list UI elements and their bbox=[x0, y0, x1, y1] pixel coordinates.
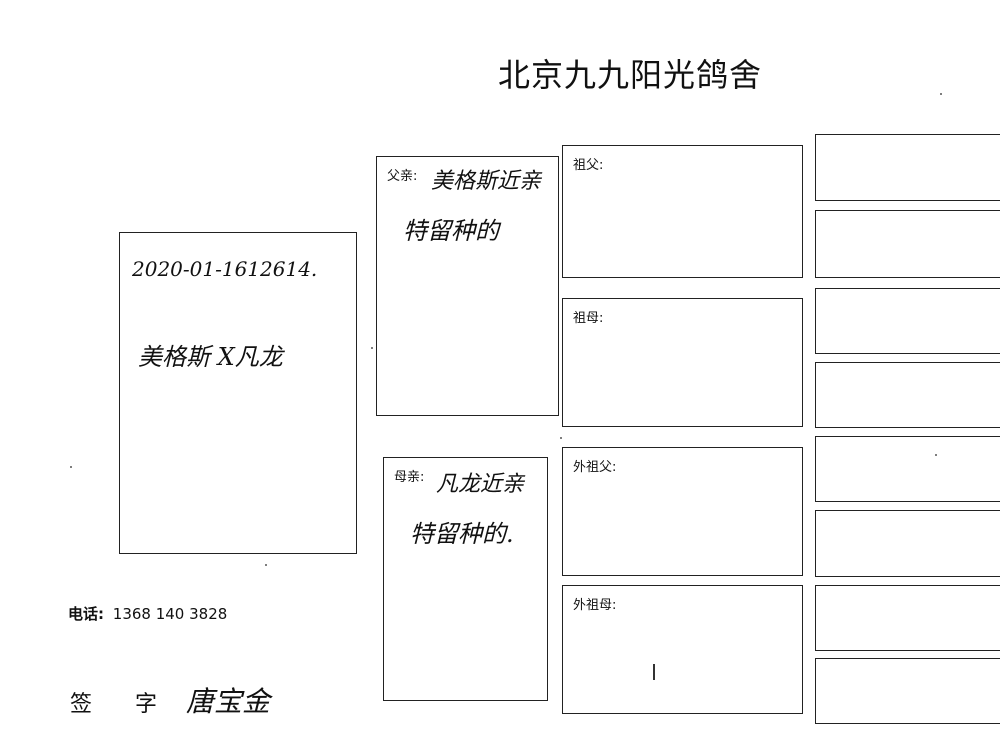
ring-number: 2020-01-1612614. bbox=[132, 257, 318, 281]
father-line-2: 特留种的 bbox=[403, 217, 499, 245]
scan-speck bbox=[560, 437, 562, 439]
paternal-grandmother-box: 祖母: bbox=[562, 298, 803, 427]
scan-speck bbox=[265, 564, 267, 566]
mother-label: 母亲: bbox=[394, 470, 425, 485]
phone-number: 1368 140 3828 bbox=[112, 605, 228, 623]
great-grandparent-box-6 bbox=[815, 510, 1000, 577]
scan-speck bbox=[371, 347, 373, 349]
great-grandparent-box-1 bbox=[815, 134, 1000, 201]
great-grandparent-box-3 bbox=[815, 288, 1000, 354]
pedigree-title: 北京九九阳光鸽舍 bbox=[498, 56, 763, 94]
maternal-grandfather-label: 外祖父: bbox=[573, 460, 617, 475]
signature-label: 签 字 : bbox=[70, 692, 226, 717]
phone-label: 电话: bbox=[68, 605, 104, 623]
maternal-grandmother-box: 外祖母: bbox=[562, 585, 803, 714]
scan-speck bbox=[940, 93, 942, 95]
great-grandparent-box-8 bbox=[815, 658, 1000, 724]
pigeon-parents: 美格斯 X凡龙 bbox=[138, 343, 283, 371]
pen-mark bbox=[653, 664, 655, 680]
paternal-grandfather-box: 祖父: bbox=[562, 145, 803, 278]
great-grandparent-box-5 bbox=[815, 436, 1000, 502]
father-line-1: 美格斯近亲 bbox=[431, 169, 542, 194]
paternal-grandmother-label: 祖母: bbox=[573, 311, 604, 326]
mother-box: 母亲: 凡龙近亲 特留种的. bbox=[383, 457, 548, 701]
scan-speck bbox=[935, 454, 937, 456]
paternal-grandfather-label: 祖父: bbox=[573, 158, 604, 173]
maternal-grandfather-box: 外祖父: bbox=[562, 447, 803, 576]
pigeon-info-box: 2020-01-1612614. 美格斯 X凡龙 bbox=[119, 232, 357, 554]
father-box: 父亲: 美格斯近亲 特留种的 bbox=[376, 156, 559, 416]
mother-line-2: 特留种的. bbox=[410, 520, 514, 548]
maternal-grandmother-label: 外祖母: bbox=[573, 598, 617, 613]
father-label: 父亲: bbox=[387, 169, 418, 184]
scan-speck bbox=[70, 466, 72, 468]
mother-line-1: 凡龙近亲 bbox=[436, 472, 525, 497]
phone-line: 电话: 1368 140 3828 bbox=[68, 603, 227, 624]
great-grandparent-box-7 bbox=[815, 585, 1000, 651]
signature-name: 唐宝金 bbox=[186, 685, 271, 718]
great-grandparent-box-2 bbox=[815, 210, 1000, 278]
great-grandparent-box-4 bbox=[815, 362, 1000, 428]
